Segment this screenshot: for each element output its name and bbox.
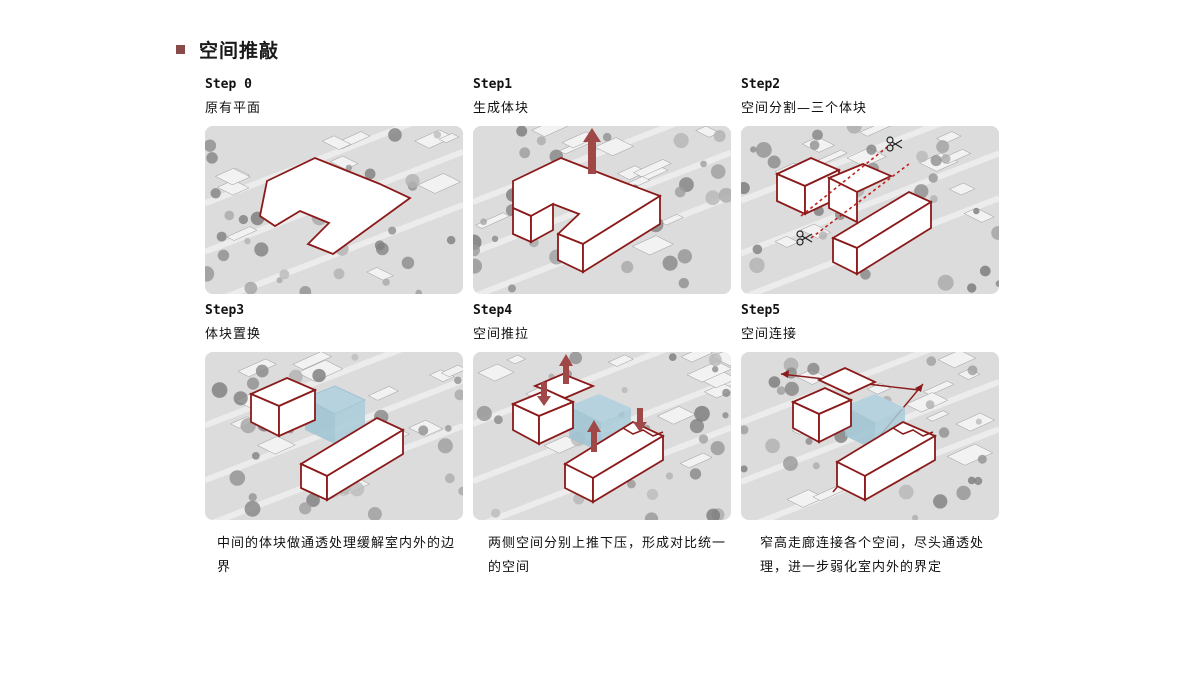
caption-step-3: 中间的体块做通透处理缓解室内外的边界 <box>217 536 456 575</box>
caption-step-4: 两侧空间分别上推下压，形成对比统一的空间 <box>488 536 727 575</box>
step-1: Step1 生成体块 <box>473 76 731 294</box>
up-arrow-icon <box>559 354 573 384</box>
step-label: Step2 <box>741 77 781 92</box>
step-5: Step5 空间连接 <box>741 302 999 520</box>
step-subtitle: 空间分割—三个体块 <box>741 101 868 116</box>
step-subtitle: 原有平面 <box>205 101 262 116</box>
step-4: Step4 空间推拉 <box>473 302 731 520</box>
up-arrow-icon <box>583 128 601 174</box>
up-arrow-icon <box>587 420 601 452</box>
caption-step-5: 窄高走廊连接各个空间，尽头通透处理，进一步弱化室内外的界定 <box>760 536 985 575</box>
step-subtitle: 生成体块 <box>473 101 530 116</box>
diagram-panel-step-1 <box>473 126 731 294</box>
diagram-panel-step-5 <box>741 352 999 520</box>
step-label: Step 0 <box>205 77 252 92</box>
diagram-panel-step-0 <box>205 126 463 294</box>
step-label: Step5 <box>741 303 781 318</box>
step-2: Step2 空间分割—三个体块 <box>741 76 999 294</box>
step-3: Step3 体块置换 <box>205 302 463 520</box>
scissors-icon <box>886 136 903 152</box>
step-subtitle: 空间推拉 <box>473 327 530 342</box>
scissors-icon <box>796 230 813 246</box>
section-header: 空间推敲 <box>176 36 279 63</box>
step-0: Step 0 原有平面 <box>205 76 463 294</box>
diagram-panel-step-3 <box>205 352 463 520</box>
down-arrow-icon <box>633 408 647 432</box>
square-bullet-icon <box>176 45 185 54</box>
diagram-panel-step-4 <box>473 352 731 520</box>
step-subtitle: 空间连接 <box>741 327 798 342</box>
step-subtitle: 体块置换 <box>205 327 262 342</box>
page-title: 空间推敲 <box>199 40 280 62</box>
diagram-panel-step-2 <box>741 126 999 294</box>
step-label: Step1 <box>473 77 513 92</box>
step-label: Step4 <box>473 303 513 318</box>
down-arrow-icon <box>537 382 551 406</box>
step-label: Step3 <box>205 303 245 318</box>
